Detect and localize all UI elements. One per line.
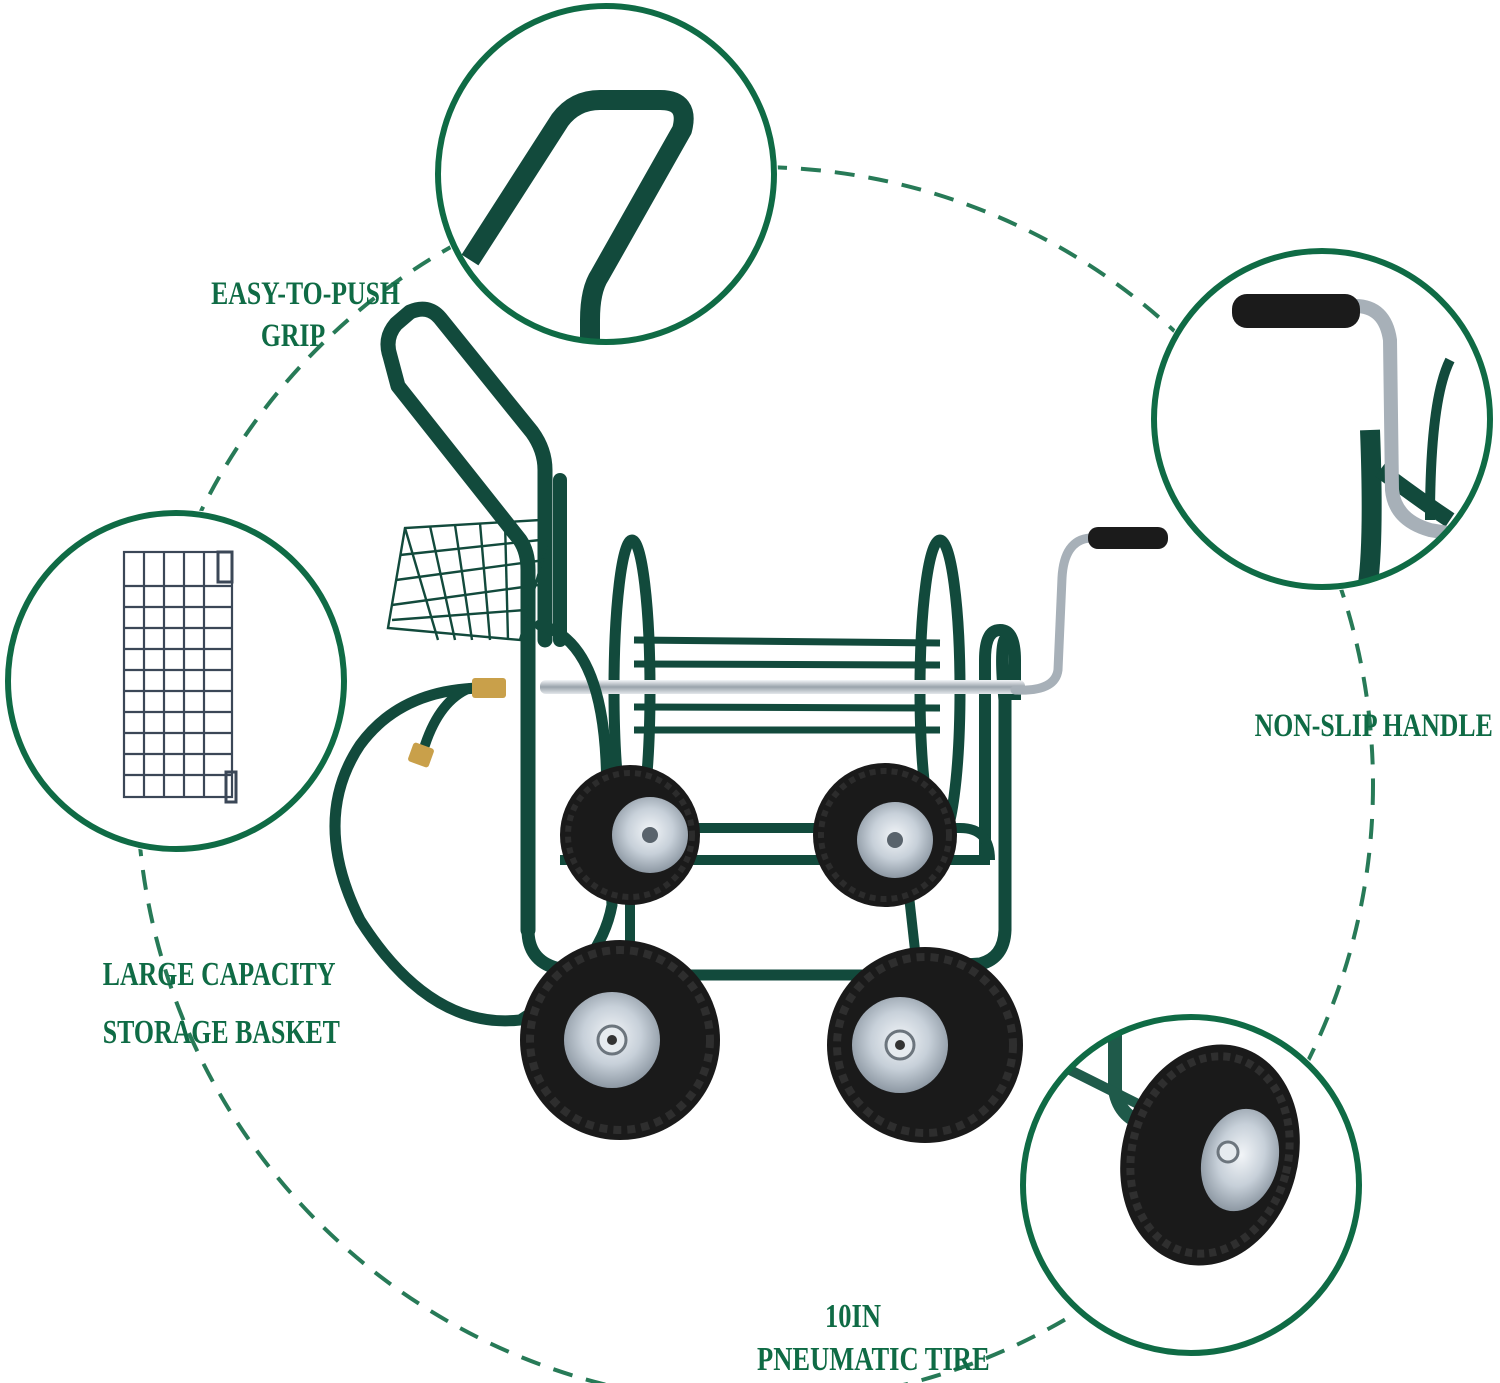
callout-handle: NON-SLIP HANDLE bbox=[1226, 708, 1493, 744]
zoom-circle-crank-handle bbox=[1151, 248, 1493, 590]
back-left-wheel bbox=[560, 765, 700, 905]
crank-grip bbox=[1088, 527, 1168, 549]
callout-handle-line-1: NON-SLIP HANDLE bbox=[1254, 708, 1493, 744]
front-left-wheel bbox=[520, 940, 720, 1140]
back-right-wheel bbox=[813, 763, 957, 907]
zoom-circle-push-handle bbox=[435, 3, 777, 345]
callout-tire: 10IN PNEUMATIC TIRE bbox=[730, 1298, 990, 1378]
callout-grip-line-2: GRIP bbox=[260, 318, 326, 354]
callout-basket-line-2: STORAGE BASKET bbox=[102, 1014, 340, 1051]
zoom-circle-tire bbox=[1020, 1014, 1362, 1356]
callout-grip-line-1: EASY-TO-PUSH bbox=[211, 276, 400, 312]
callout-basket: LARGE CAPACITY STORAGE BASKET bbox=[72, 956, 340, 1051]
brass-fitting-icon bbox=[472, 678, 506, 698]
zoom-circle-basket bbox=[5, 510, 347, 852]
callout-basket-line-1: LARGE CAPACITY bbox=[102, 956, 336, 993]
callout-tire-line-2: PNEUMATIC TIRE bbox=[757, 1341, 990, 1378]
hose-reel-cart-illustration bbox=[329, 301, 1168, 1143]
cart-basket bbox=[386, 518, 550, 642]
callout-tire-line-1: 10IN bbox=[824, 1298, 881, 1335]
callout-grip: EASY-TO-PUSH GRIP bbox=[188, 276, 400, 354]
front-right-wheel bbox=[827, 947, 1023, 1143]
